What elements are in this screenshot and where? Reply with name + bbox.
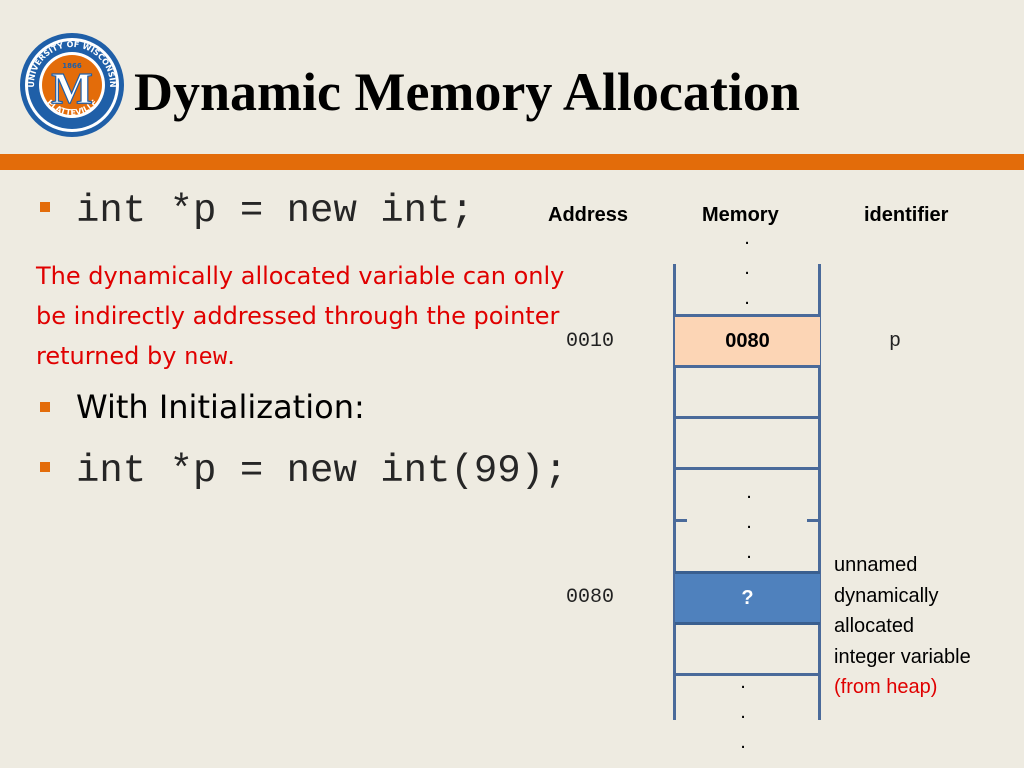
address-0080: 0080 bbox=[566, 586, 615, 609]
memory-cell-heap-value: ? bbox=[741, 586, 754, 609]
address-0010: 0010 bbox=[566, 330, 615, 353]
bullet-initialization: With Initialization: bbox=[76, 388, 365, 426]
heap-description: unnamed dynamically allocated integer va… bbox=[834, 550, 1019, 703]
memory-border-left-top bbox=[673, 264, 676, 520]
bullet-code-new-int-99: int *p = new int(99); bbox=[76, 449, 568, 493]
memory-cell-heap: ? bbox=[675, 571, 820, 625]
ellipsis-dot: . bbox=[744, 257, 750, 279]
university-seal-icon: UNIVERSITY OF WISCONSIN PLATTEVILLE M 18… bbox=[20, 33, 124, 137]
ellipsis-dot: . bbox=[746, 511, 752, 533]
ellipsis-dot: . bbox=[746, 541, 752, 563]
heap-desc-line: unnamed bbox=[834, 554, 918, 576]
header-identifier: identifier bbox=[864, 204, 949, 226]
bullet-marker bbox=[40, 402, 50, 412]
header-memory: Memory bbox=[702, 204, 779, 226]
ellipsis-dot: . bbox=[744, 227, 750, 249]
page-title: Dynamic Memory Allocation bbox=[134, 62, 800, 122]
memory-border-right-top bbox=[818, 264, 821, 520]
memory-divider bbox=[673, 673, 821, 676]
ellipsis-dot: . bbox=[744, 287, 750, 309]
bullet-code-new-int: int *p = new int; bbox=[76, 189, 474, 233]
heap-desc-source: (from heap) bbox=[834, 676, 938, 698]
memory-divider bbox=[673, 467, 821, 470]
note-text: The dynamically allocated variable can o… bbox=[36, 256, 576, 379]
identifier-p: p bbox=[889, 330, 902, 353]
title-divider bbox=[0, 154, 1024, 170]
note-code: new bbox=[184, 345, 228, 372]
ellipsis-dot: . bbox=[740, 701, 746, 723]
heap-desc-line: allocated bbox=[834, 615, 915, 637]
memory-divider bbox=[673, 416, 821, 419]
memory-gap-tick bbox=[807, 519, 821, 522]
memory-border-left-bottom bbox=[673, 520, 676, 720]
memory-cell-pointer-value: 0080 bbox=[725, 329, 770, 352]
bullet-marker bbox=[40, 462, 50, 472]
heap-desc-line: integer variable bbox=[834, 645, 971, 668]
note-end: . bbox=[227, 342, 235, 370]
memory-cell-pointer: 0080 bbox=[675, 314, 820, 368]
ellipsis-dot: . bbox=[746, 481, 752, 503]
ellipsis-dot: . bbox=[740, 671, 746, 693]
note-body: The dynamically allocated variable can o… bbox=[36, 262, 565, 370]
heap-desc-line: dynamically bbox=[834, 584, 939, 607]
logo-year: 1866 bbox=[62, 62, 82, 70]
ellipsis-dot: . bbox=[740, 731, 746, 753]
memory-gap-tick bbox=[673, 519, 687, 522]
bullet-marker bbox=[40, 202, 50, 212]
logo-letter: M bbox=[51, 64, 93, 113]
header-address: Address bbox=[548, 204, 629, 226]
